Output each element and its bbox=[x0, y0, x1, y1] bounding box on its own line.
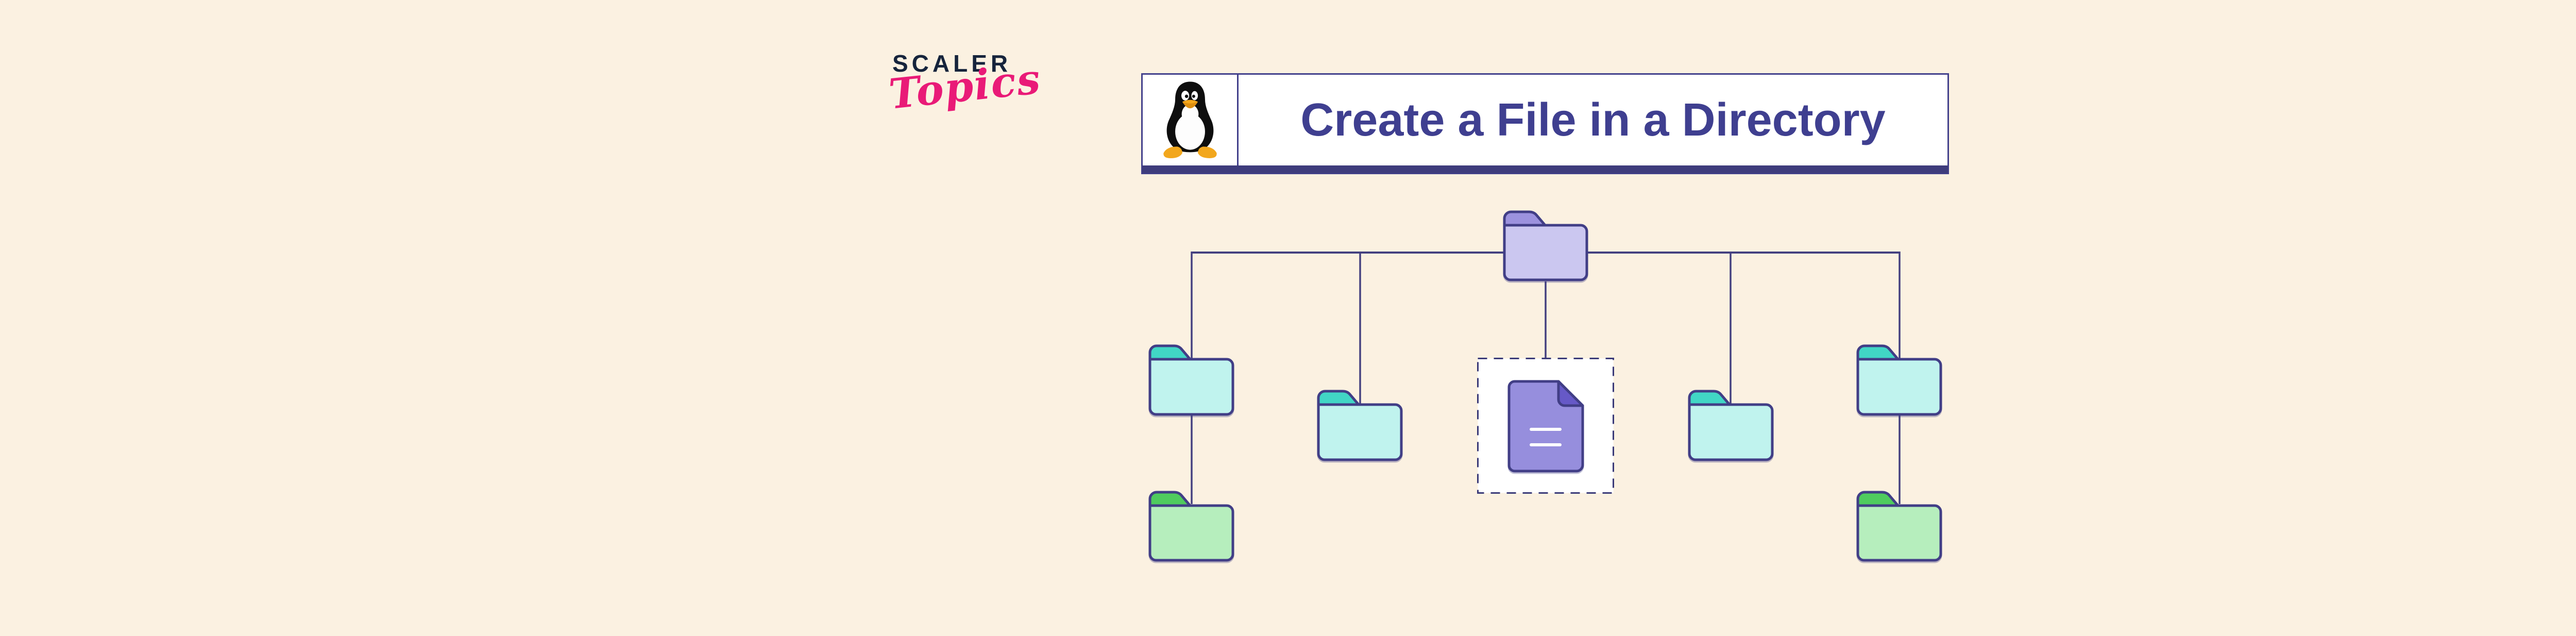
logo-scaler-text: SCALER bbox=[892, 50, 1012, 77]
folder-icon bbox=[1148, 344, 1234, 416]
scaler-topics-logo: SCALER Topics bbox=[887, 49, 1043, 119]
title-banner: Create a File in a Directory bbox=[1141, 73, 1949, 174]
subdirectory-folder-1 bbox=[1148, 344, 1234, 416]
folder-icon bbox=[1503, 210, 1588, 281]
nested-directory-folder-2 bbox=[1856, 490, 1942, 562]
subdirectory-folder-2 bbox=[1317, 389, 1403, 461]
folder-icon bbox=[1856, 344, 1942, 416]
title-bottom-bar bbox=[1142, 165, 1948, 173]
file-document-svg bbox=[1507, 380, 1584, 473]
folder-icon bbox=[1148, 491, 1234, 562]
folder-icon bbox=[1317, 390, 1403, 461]
parent-directory-folder bbox=[1503, 210, 1588, 281]
subdirectory-folder-3 bbox=[1688, 389, 1774, 461]
nested-directory-folder-1 bbox=[1148, 490, 1234, 562]
page-title: Create a File in a Directory bbox=[1300, 94, 1886, 146]
folder-icon bbox=[1856, 491, 1942, 562]
title-cell: Create a File in a Directory bbox=[1239, 75, 1947, 173]
tux-penguin-svg bbox=[1163, 81, 1217, 158]
new-file-icon bbox=[1507, 380, 1584, 473]
linux-tux-icon bbox=[1143, 75, 1239, 173]
folder-icon bbox=[1688, 390, 1774, 461]
subdirectory-folder-4 bbox=[1856, 344, 1942, 416]
